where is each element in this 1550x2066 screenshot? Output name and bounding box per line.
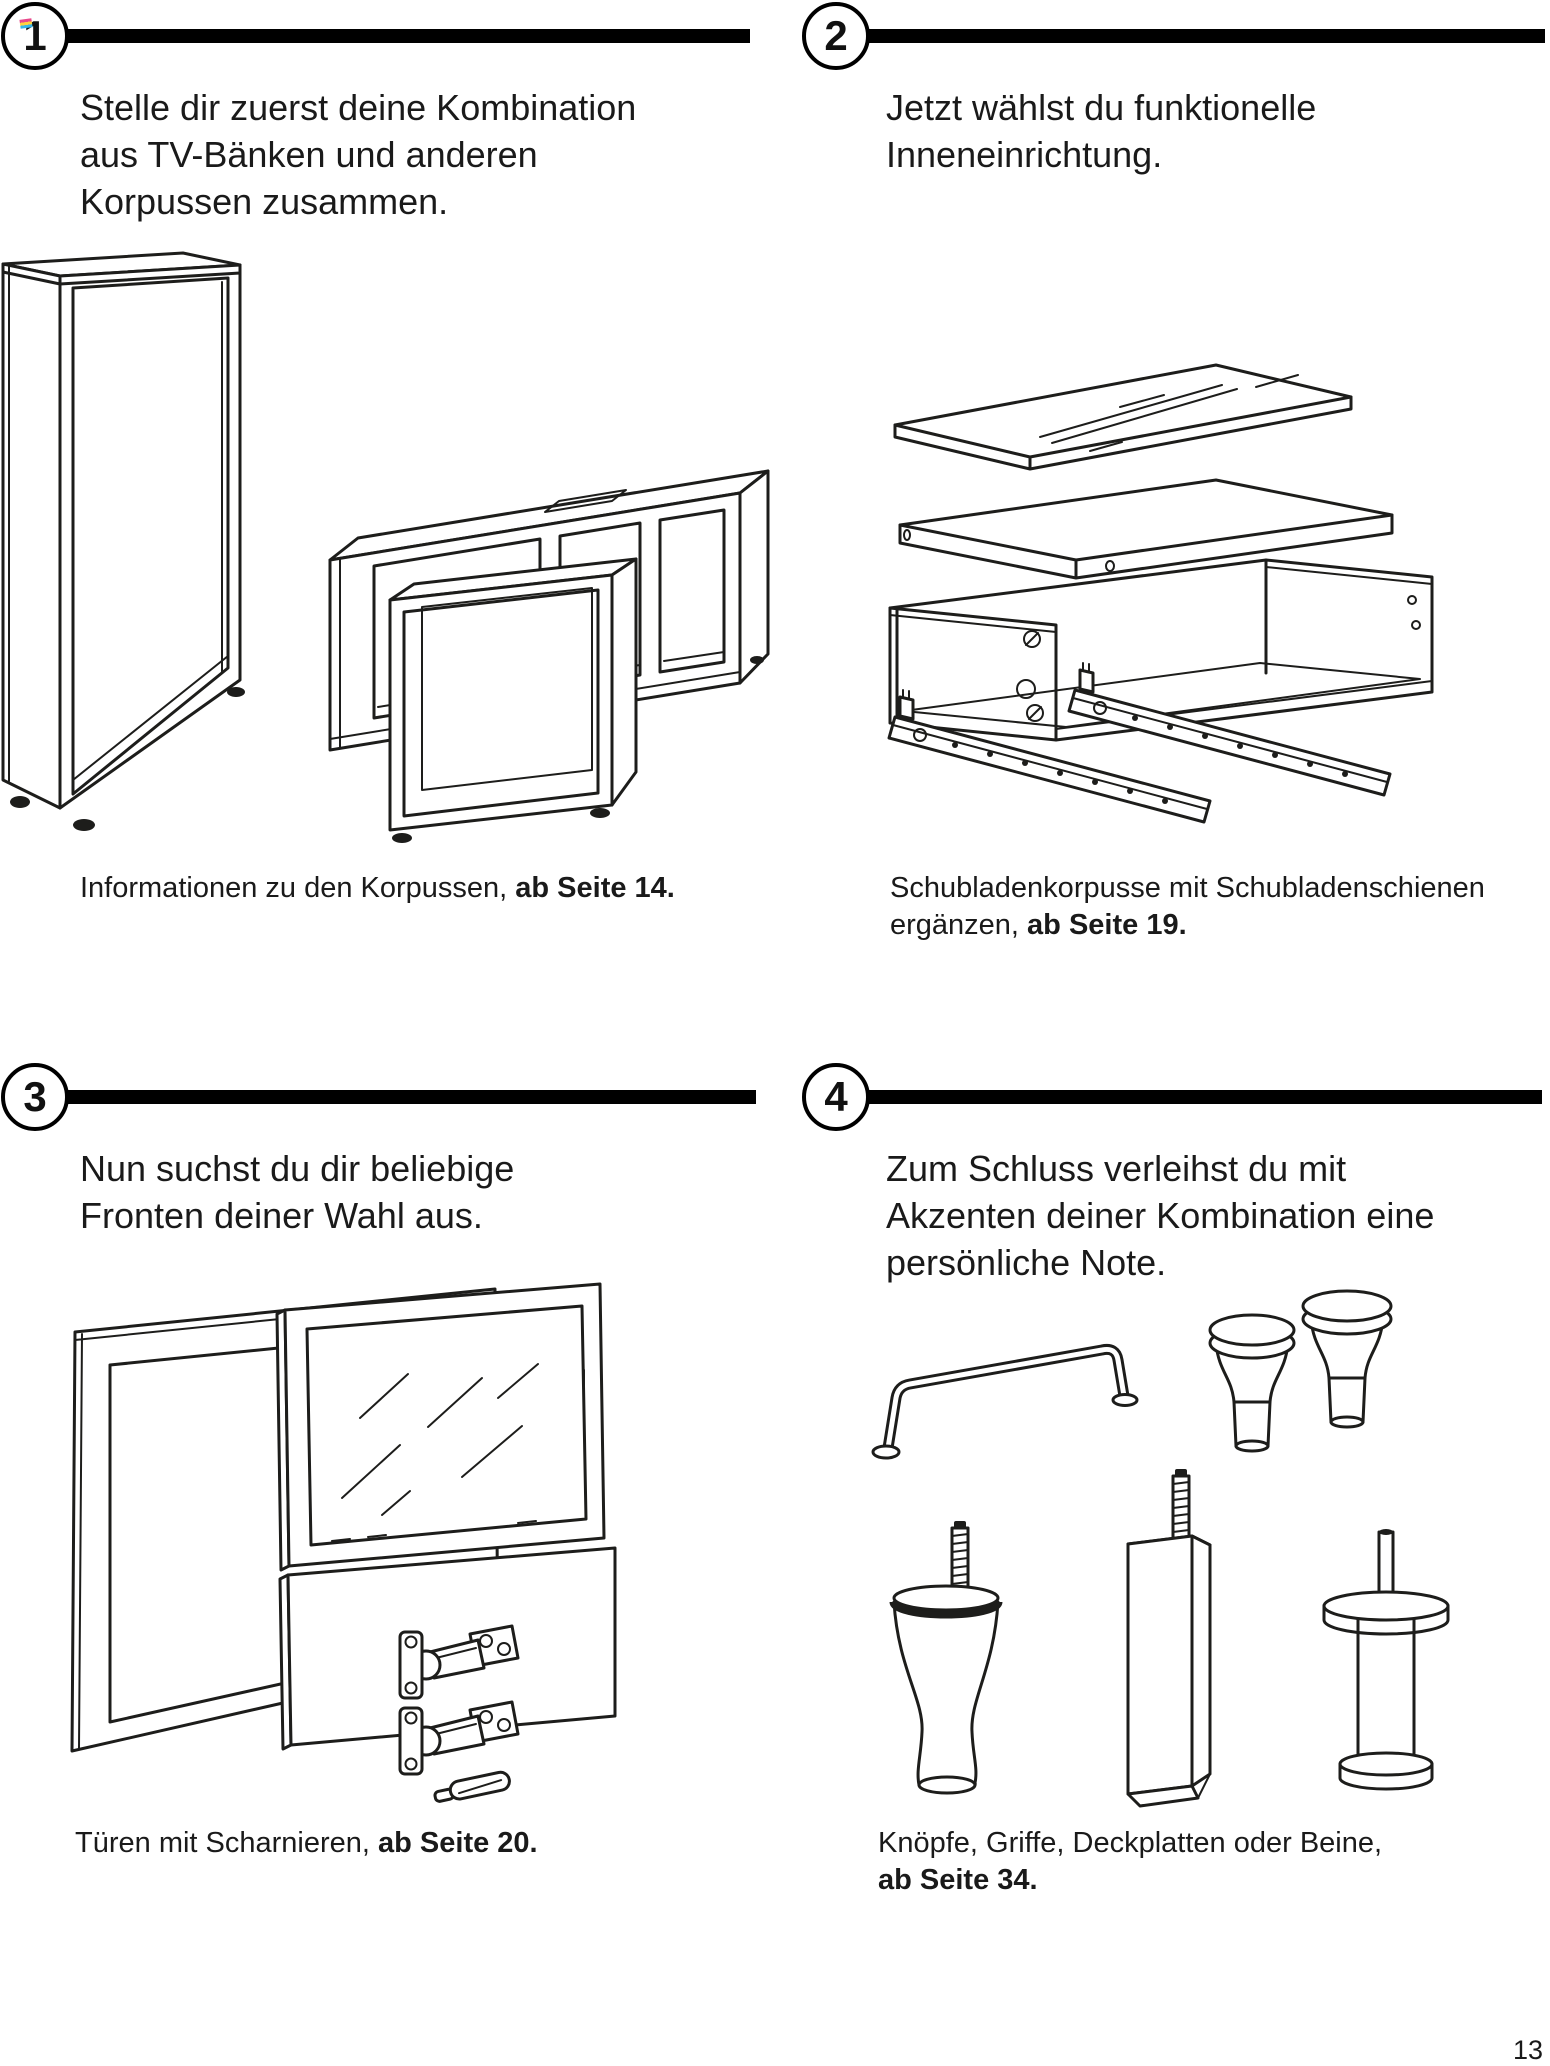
knob — [1301, 1289, 1393, 1429]
step1-rule — [64, 29, 750, 43]
drawer-frame — [888, 558, 1434, 742]
step3-rule — [64, 1090, 756, 1104]
step2-caption: Schubladenkorpusse mit Schubladenschiene… — [890, 870, 1485, 944]
caption-line: Informationen zu den Korpussen, ab Seite… — [80, 872, 675, 904]
soft-close-damper — [433, 1770, 511, 1803]
heading-line: Zum Schluss verleihst du mit — [886, 1148, 1347, 1189]
step2-badge: 2 — [802, 2, 870, 70]
drawer-rail — [887, 689, 1212, 824]
knob — [1208, 1313, 1296, 1453]
hinge — [398, 1700, 520, 1776]
heading-line: Fronten deiner Wahl aus. — [80, 1195, 483, 1236]
page-number: 13 — [1512, 2035, 1543, 2065]
step2-number: 2 — [824, 12, 848, 59]
drawer-exploded-illustration — [887, 363, 1434, 824]
step1-heading: Stelle dir zuerst deine Kombination aus … — [80, 84, 636, 225]
doors-hinges-illustration — [70, 1282, 617, 1803]
square-leg — [1126, 1469, 1212, 1808]
step2-heading: Jetzt wählst du funktionelle Inneneinric… — [886, 84, 1316, 178]
cube-frame — [388, 557, 638, 843]
step3-badge: 3 — [1, 1063, 69, 1131]
step4-badge: 4 — [802, 1063, 870, 1131]
caption-line: Knöpfe, Griffe, Deckplatten oder Beine, — [878, 1827, 1383, 1859]
step3-number: 3 — [23, 1073, 47, 1120]
hinge — [398, 1624, 520, 1700]
shelf-panel — [898, 478, 1394, 580]
step1-badge: 1 — [1, 2, 69, 70]
glass-top-panel — [893, 363, 1353, 471]
step2-rule — [868, 29, 1545, 43]
step4-caption: Knöpfe, Griffe, Deckplatten oder Beine, … — [878, 1825, 1382, 1899]
step4-number: 4 — [824, 1073, 848, 1120]
caption-line: Schubladenkorpusse mit Schubladenschiene… — [890, 872, 1485, 904]
step3-caption: Türen mit Scharnieren, ab Seite 20. — [75, 1825, 538, 1862]
step3-heading: Nun suchst du dir beliebige Fronten dein… — [80, 1145, 514, 1239]
step4-heading: Zum Schluss verleihst du mit Akzenten de… — [886, 1145, 1434, 1286]
heading-line: Nun suchst du dir beliebige — [80, 1148, 515, 1189]
step4-rule — [868, 1090, 1542, 1104]
knobs-handles-legs-illustration — [871, 1289, 1450, 1808]
print-artifact — [19, 18, 33, 29]
heading-line: persönliche Note. — [886, 1242, 1167, 1283]
tall-cabinet-frame — [1, 251, 245, 831]
heading-line: aus TV-Bänken und anderen — [80, 134, 538, 175]
cylinder-leg — [1322, 1529, 1450, 1791]
step1-caption: Informationen zu den Korpussen, ab Seite… — [80, 870, 675, 907]
caption-line: ab Seite 34. — [878, 1864, 1038, 1896]
round-leg — [889, 1521, 1003, 1795]
glass-door — [275, 1282, 606, 1572]
heading-line: Stelle dir zuerst deine Kombination — [80, 87, 637, 128]
caption-line: ergänzen, ab Seite 19. — [890, 909, 1187, 941]
heading-line: Inneneinrichtung. — [886, 134, 1163, 175]
heading-line: Akzenten deiner Kombination eine — [886, 1195, 1435, 1236]
heading-line: Korpussen zusammen. — [80, 181, 449, 222]
tv-bench-frames-illustration — [1, 251, 770, 843]
heading-line: Jetzt wählst du funktionelle — [886, 87, 1317, 128]
caption-line: Türen mit Scharnieren, ab Seite 20. — [75, 1827, 538, 1859]
drawer-rail — [1067, 662, 1392, 797]
bar-handle — [871, 1344, 1139, 1460]
